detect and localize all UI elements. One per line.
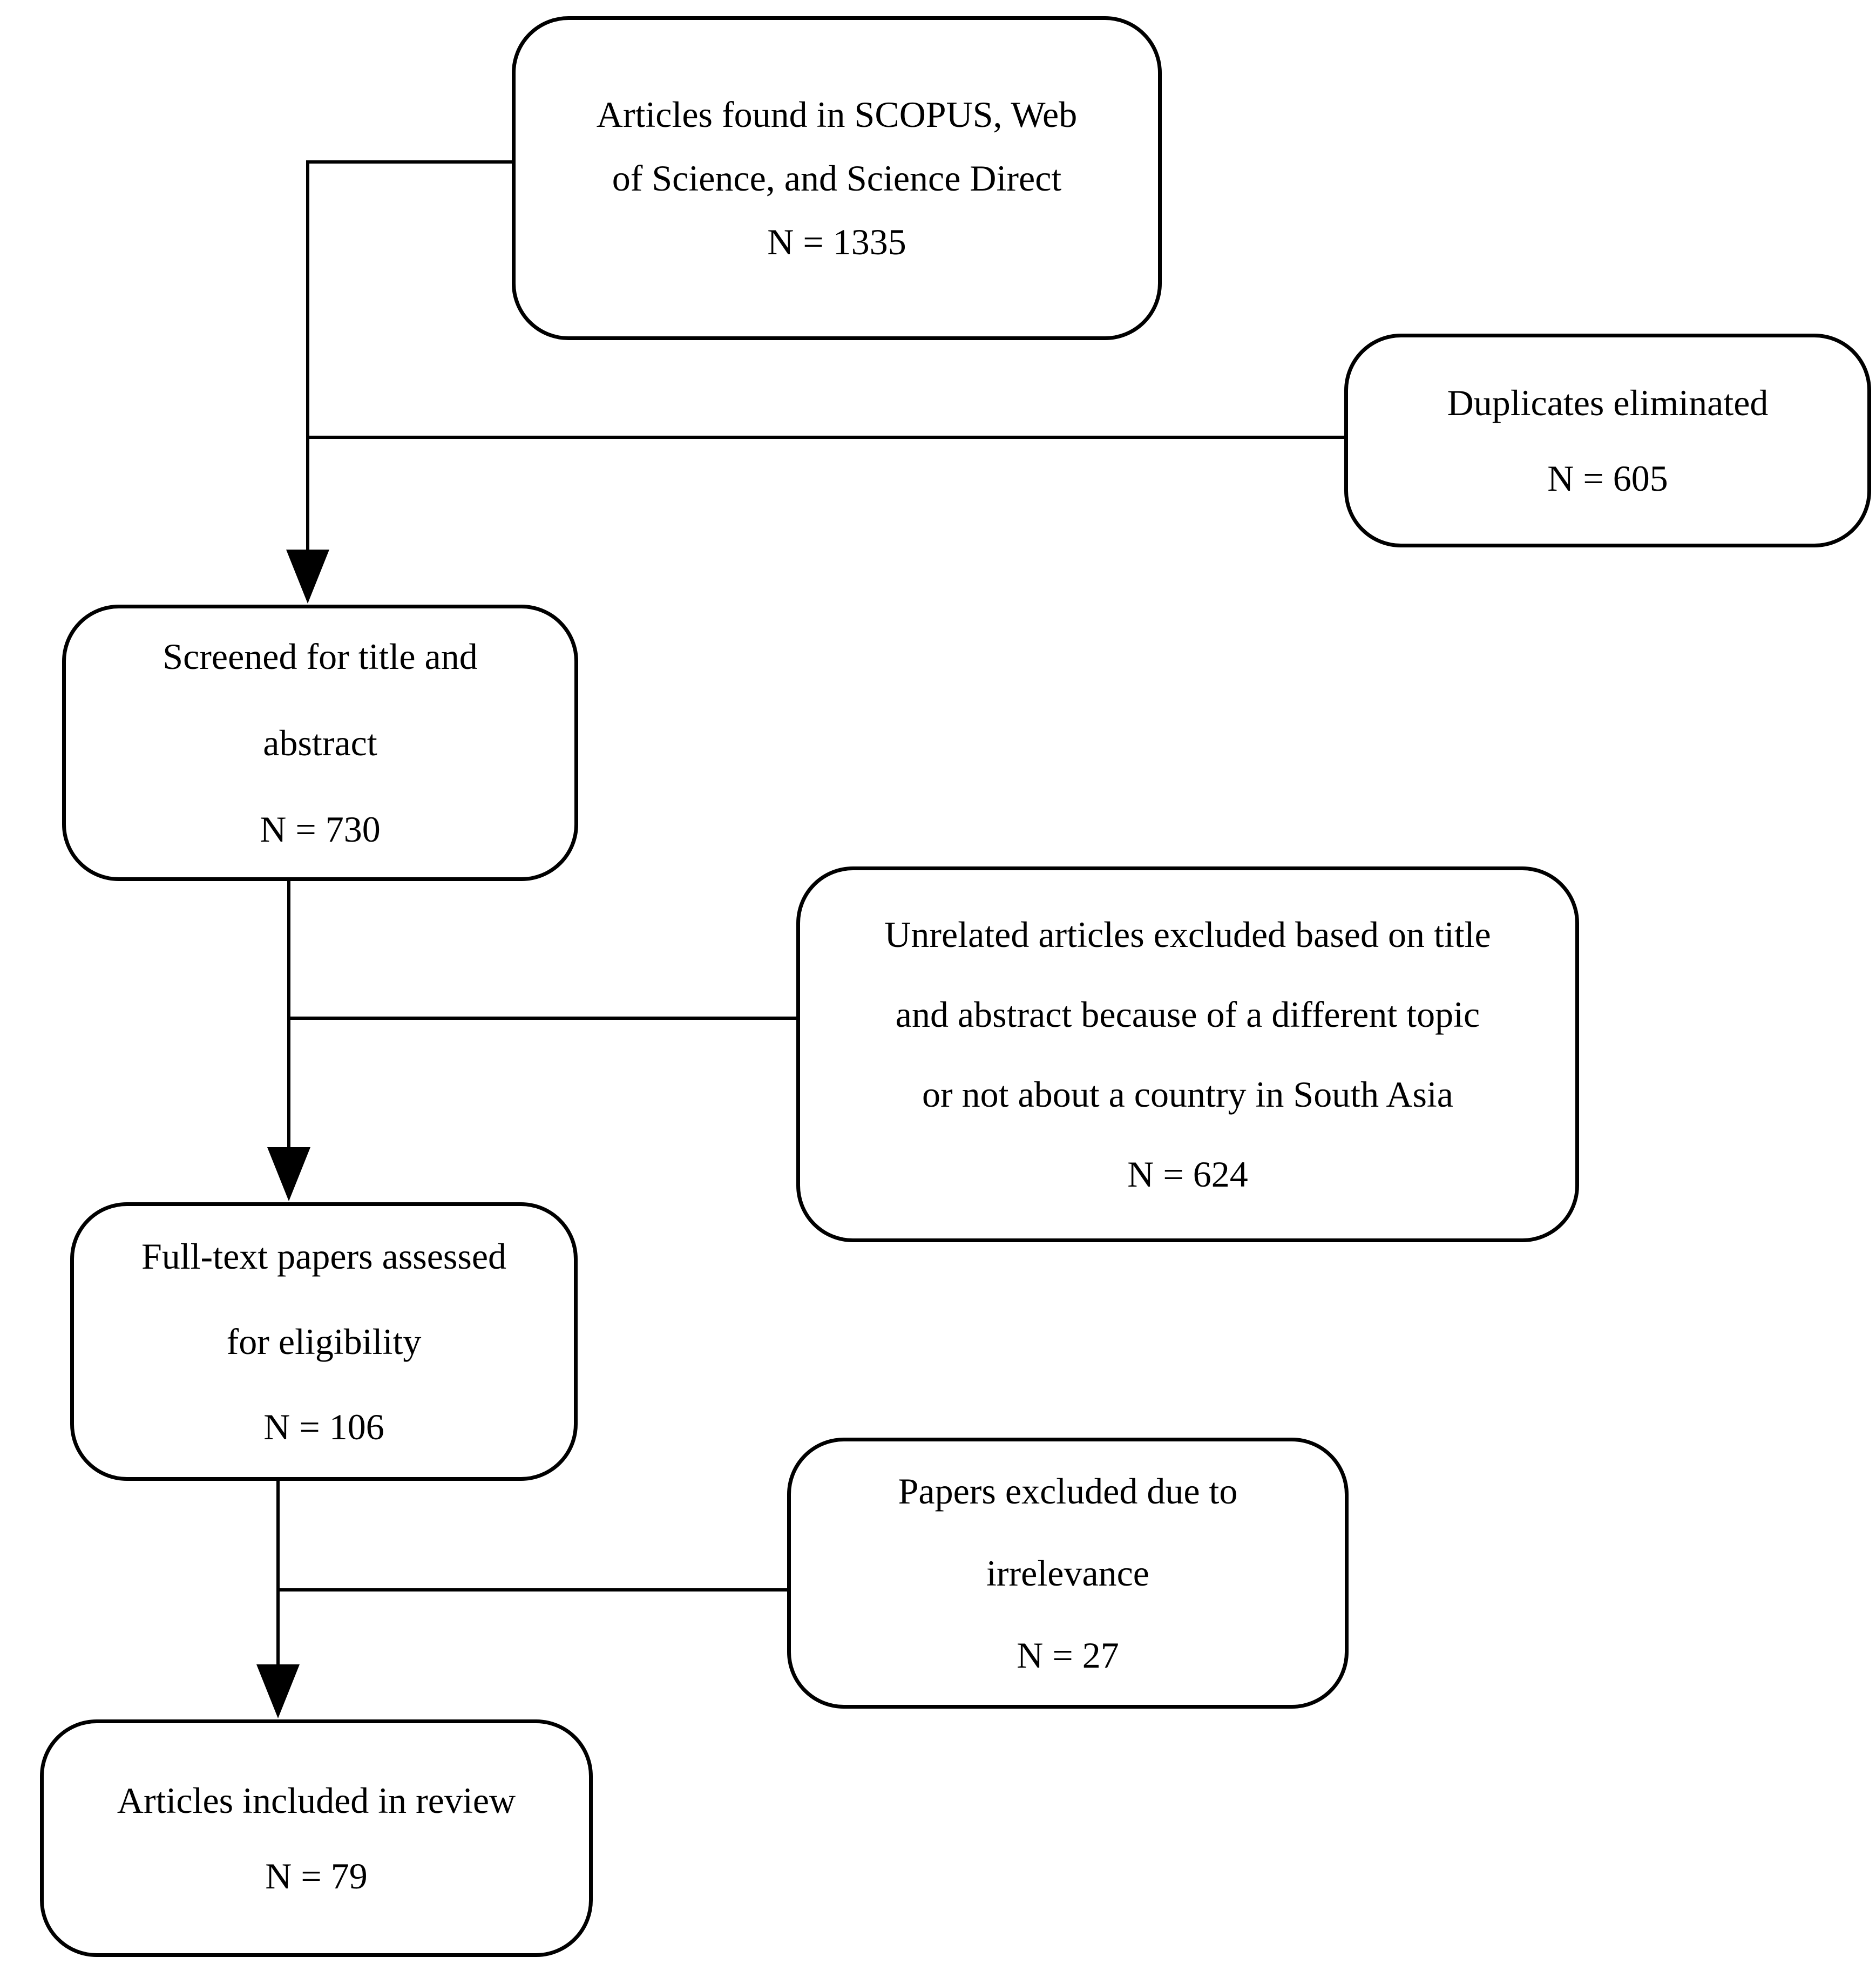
- box-papers-excluded: Papers excluded due to irrelevance N = 2…: [787, 1438, 1349, 1709]
- box-articles-found-line-1: Articles found in SCOPUS, Web: [596, 94, 1078, 135]
- box-duplicates-line-1: Duplicates eliminated: [1447, 382, 1769, 423]
- box-fulltext-line-1: Full-text papers assessed: [141, 1236, 507, 1277]
- box-excluded-line-1: Papers excluded due to: [898, 1471, 1238, 1512]
- connector-fulltext-to-included-line: [276, 1480, 280, 1665]
- box-duplicates-eliminated: Duplicates eliminated N = 605: [1344, 334, 1871, 547]
- box-screened-line-1: Screened for title and: [162, 636, 478, 677]
- box-fulltext-assessed: Full-text papers assessed for eligibilit…: [70, 1202, 578, 1481]
- box-articles-found: Articles found in SCOPUS, Web of Science…: [512, 16, 1162, 340]
- box-included-count: N = 79: [265, 1855, 368, 1897]
- box-duplicates-count: N = 605: [1547, 458, 1668, 499]
- box-screened-title-abstract: Screened for title and abstract N = 730: [62, 605, 578, 881]
- box-excluded-count: N = 27: [1017, 1635, 1119, 1676]
- box-articles-included: Articles included in review N = 79: [40, 1719, 593, 1957]
- box-screened-line-2: abstract: [263, 722, 377, 763]
- box-unrelated-line-1: Unrelated articles excluded based on tit…: [884, 914, 1491, 955]
- connector-branch-to-duplicates-line: [306, 436, 1344, 439]
- connector-screened-to-fulltext-line: [287, 880, 290, 1148]
- arrowhead-into-included-icon: [256, 1664, 300, 1718]
- connector-branch-to-unrelated-line: [287, 1017, 796, 1020]
- arrowhead-into-screened-icon: [286, 550, 329, 604]
- box-articles-found-count: N = 1335: [767, 221, 906, 262]
- box-fulltext-count: N = 106: [263, 1406, 384, 1447]
- box-screened-count: N = 730: [260, 809, 381, 850]
- box-unrelated-line-2: and abstract because of a different topi…: [895, 994, 1480, 1035]
- box-fulltext-line-2: for eligibility: [226, 1321, 422, 1362]
- box-included-line-1: Articles included in review: [117, 1780, 516, 1821]
- arrowhead-into-fulltext-icon: [267, 1147, 310, 1201]
- connector-branch-to-excluded-line: [276, 1588, 787, 1591]
- box-unrelated-count: N = 624: [1127, 1154, 1248, 1195]
- box-unrelated-excluded: Unrelated articles excluded based on tit…: [796, 866, 1579, 1242]
- connector-found-to-screened-line: [306, 160, 309, 551]
- box-excluded-line-2: irrelevance: [986, 1553, 1149, 1594]
- connector-found-exit-line: [308, 160, 512, 164]
- box-articles-found-line-2: of Science, and Science Direct: [612, 158, 1062, 199]
- box-unrelated-line-3: or not about a country in South Asia: [922, 1074, 1453, 1115]
